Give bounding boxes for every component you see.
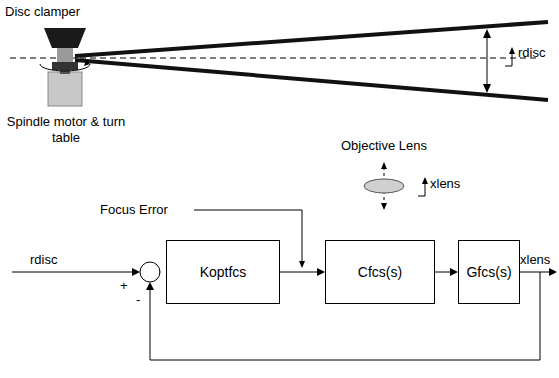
spindle-motor — [48, 72, 82, 106]
transfer-block: Cfcs(s) — [325, 240, 435, 304]
arrow-head — [132, 268, 140, 276]
arrow-head — [509, 47, 515, 54]
disc-edge — [75, 22, 548, 56]
signal-arrow — [435, 268, 458, 276]
transfer-block: Gfcs(s) — [458, 240, 520, 304]
input-wire — [12, 272, 134, 273]
output-wire — [520, 272, 550, 273]
arrow-head — [146, 282, 154, 290]
part-label: Disc clamper — [5, 4, 80, 20]
arrow-head — [381, 162, 387, 169]
center-line — [10, 58, 540, 59]
block-label: Gfcs(s) — [466, 264, 511, 280]
arrow-head — [422, 177, 428, 184]
disc-clamper — [44, 28, 86, 48]
connector-line — [280, 272, 319, 273]
sign-label: + — [120, 278, 128, 294]
turn-table — [52, 62, 78, 70]
clamper-hub — [57, 48, 73, 62]
signal-name: Focus Error — [100, 202, 168, 218]
signal-name: rdisc — [30, 252, 57, 268]
part-label: Spindle motor & turn table — [2, 114, 130, 146]
block-label: Cfcs(s) — [358, 264, 402, 280]
signal-name: xlens — [430, 176, 460, 192]
signal-name: xlens — [520, 252, 550, 268]
objective-lens — [364, 179, 404, 193]
summing-junction — [140, 262, 160, 282]
connector-line — [435, 272, 452, 273]
direction-tick — [418, 196, 425, 197]
wire — [159, 272, 160, 273]
runout-arrow — [487, 36, 488, 86]
direction-arrow — [512, 52, 513, 66]
arrow-head — [549, 268, 557, 276]
part-label: Objective Lens — [338, 138, 430, 154]
arrow-head — [299, 261, 305, 268]
rotation-arrow — [40, 64, 90, 71]
signal-arrow — [280, 268, 325, 276]
direction-tick — [505, 66, 512, 67]
arrow-head — [381, 203, 387, 210]
arrow-head — [483, 84, 491, 93]
arrow-head — [483, 29, 491, 38]
direction-arrow — [425, 182, 426, 196]
arrow-head — [450, 268, 458, 276]
sign-label: - — [136, 292, 140, 308]
block-label: Koptfcs — [200, 264, 247, 280]
transfer-block: Koptfcs — [166, 240, 280, 304]
disc-edge — [75, 60, 548, 100]
rotation-arrow-head — [84, 60, 90, 66]
signal-name: rdisc — [518, 45, 545, 61]
arrow-head — [317, 268, 325, 276]
